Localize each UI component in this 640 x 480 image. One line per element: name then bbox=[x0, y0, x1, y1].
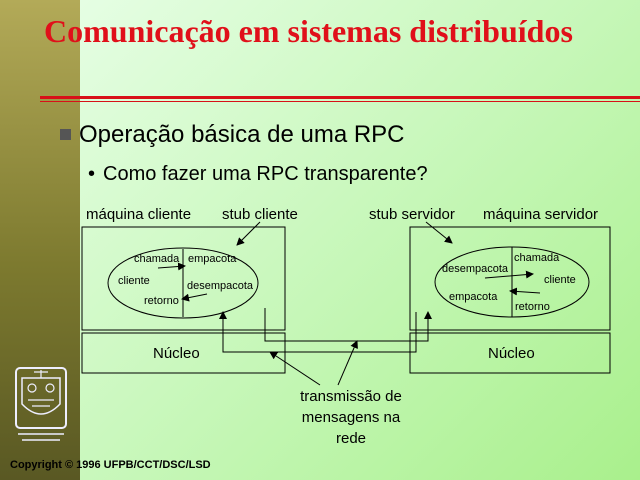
client-desempacota: desempacota bbox=[187, 280, 254, 292]
server-nucleus-label: Núcleo bbox=[488, 345, 535, 362]
server-desempacota: desempacota bbox=[442, 263, 509, 275]
title-rule bbox=[40, 96, 640, 99]
client-nucleus-box bbox=[81, 332, 286, 374]
label-maquina-servidor: máquina servidor bbox=[483, 206, 598, 223]
server-cliente: cliente bbox=[544, 274, 576, 286]
transmissao-pointer-right bbox=[337, 340, 358, 386]
stub-cliente-pointer bbox=[236, 221, 261, 246]
transmissao-line-3: rede bbox=[336, 430, 366, 447]
transmissao-pointer-left bbox=[269, 351, 321, 386]
bullet-1-text: Operação básica de uma RPC bbox=[79, 121, 405, 148]
copyright-footer: Copyright © 1996 UFPB/CCT/DSC/LSD bbox=[10, 459, 211, 471]
transmissao-line-2: mensagens na bbox=[302, 409, 401, 426]
client-process-ellipse bbox=[107, 247, 259, 319]
client-empacota: empacota bbox=[188, 253, 237, 265]
client-machine-box bbox=[81, 226, 286, 331]
slide-title: Comunicação em sistemas distribuídos bbox=[44, 13, 573, 49]
server-nucleus-box bbox=[409, 332, 611, 374]
bullet-2-text: Como fazer uma RPC transparente? bbox=[103, 163, 428, 185]
message-path-lower bbox=[222, 312, 417, 353]
server-retorno: retorno bbox=[515, 301, 550, 313]
stub-servidor-pointer bbox=[425, 221, 453, 244]
label-maquina-cliente: máquina cliente bbox=[86, 206, 191, 223]
client-retorno: retorno bbox=[144, 295, 179, 307]
bullet-level-1: Operação básica de uma RPC bbox=[60, 121, 405, 149]
message-path-upper bbox=[264, 308, 429, 342]
server-machine-box bbox=[409, 226, 611, 331]
bullet-level-2: • Como fazer uma RPC transparente? bbox=[88, 163, 428, 186]
label-stub-cliente: stub cliente bbox=[222, 206, 298, 223]
client-chamada: chamada bbox=[134, 253, 180, 265]
server-chamada: chamada bbox=[514, 252, 560, 264]
server-call-arrow bbox=[484, 270, 534, 279]
server-empacota: empacota bbox=[449, 291, 498, 303]
title-rule-thin bbox=[40, 101, 640, 102]
client-call-arrow bbox=[157, 262, 186, 271]
dot-bullet-icon: • bbox=[88, 163, 96, 185]
client-cliente: cliente bbox=[118, 275, 150, 287]
client-return-arrow bbox=[181, 293, 208, 302]
server-return-arrow bbox=[509, 287, 541, 296]
square-bullet-icon bbox=[60, 129, 71, 140]
transmissao-line-1: transmissão de bbox=[300, 388, 402, 405]
label-stub-servidor: stub servidor bbox=[369, 206, 455, 223]
client-nucleus-label: Núcleo bbox=[153, 345, 200, 362]
university-crest-logo bbox=[15, 367, 67, 441]
